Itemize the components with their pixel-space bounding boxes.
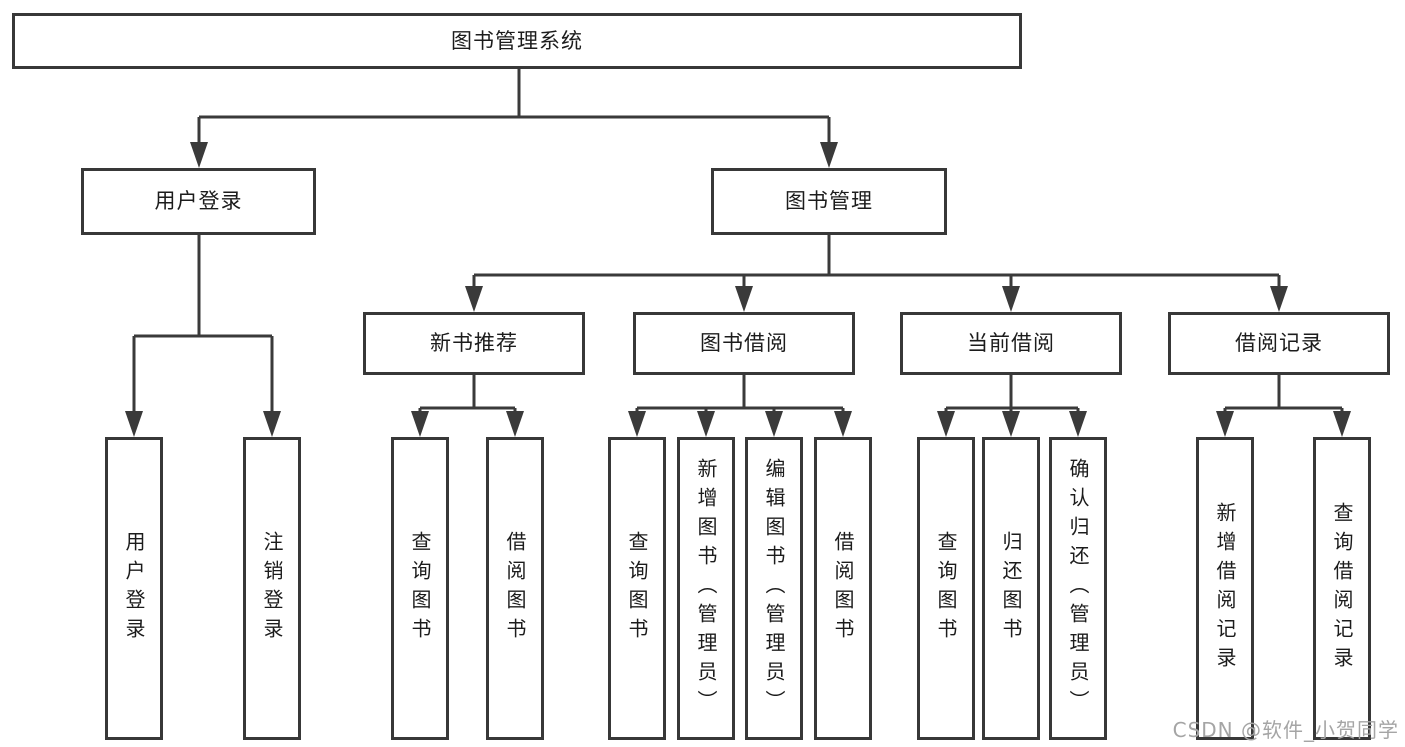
arrowhead (263, 411, 281, 437)
node-label: 新书推荐 (430, 331, 518, 355)
node-label: 新增借阅记录 (1213, 501, 1237, 676)
connector-path-book-management (472, 235, 1281, 289)
arrowhead (506, 411, 524, 437)
connector-path-current-borrow (944, 375, 1080, 414)
leaf-record-add-borrow-record: 新增借阅记录 (1196, 437, 1254, 740)
node-label: 编辑图书（管理员） (762, 458, 786, 719)
arrowhead (628, 411, 646, 437)
leaf-record-query-borrow-record: 查询借阅记录 (1313, 437, 1371, 740)
arrowhead (697, 411, 715, 437)
node-label: 确认归还（管理员） (1066, 458, 1090, 719)
node-label: 归还图书 (999, 530, 1023, 647)
arrowhead (125, 411, 143, 437)
arrowhead (820, 142, 838, 168)
node-borrow-records: 借阅记录 (1168, 312, 1390, 375)
watermark: CSDN @软件_小贺同学 (1172, 718, 1399, 742)
node-book-management: 图书管理 (711, 168, 947, 235)
node-label: 新增图书（管理员） (694, 458, 718, 719)
node-current-borrow: 当前借阅 (900, 312, 1122, 375)
node-label: 图书管理系统 (451, 28, 583, 53)
node-label: 注销登录 (260, 530, 284, 647)
node-library-management-system: 图书管理系统 (12, 13, 1022, 69)
node-label: 图书借阅 (700, 331, 788, 355)
node-user-login: 用户登录 (81, 168, 316, 235)
arrowhead (937, 411, 955, 437)
connector-path-new-book (418, 375, 517, 414)
node-label: 用户登录 (122, 530, 146, 647)
arrowhead (465, 286, 483, 312)
node-new-book-recommend: 新书推荐 (363, 312, 585, 375)
arrowhead (1216, 411, 1234, 437)
leaf-borrow-query-books: 查询图书 (608, 437, 666, 740)
node-book-borrow: 图书借阅 (633, 312, 855, 375)
leaf-current-confirm-return-admin: 确认归还（管理员） (1049, 437, 1107, 740)
node-label: 当前借阅 (967, 331, 1055, 355)
node-label: 查询图书 (934, 530, 958, 647)
node-label: 借阅图书 (831, 530, 855, 647)
arrowhead (735, 286, 753, 312)
arrowhead (1002, 411, 1020, 437)
connector-path-user-login (132, 235, 274, 414)
node-label: 图书管理 (785, 189, 873, 213)
connector-path-root (197, 69, 831, 145)
leaf-newbook-borrow-books: 借阅图书 (486, 437, 544, 740)
leaf-logout: 注销登录 (243, 437, 301, 740)
node-label: 查询图书 (408, 530, 432, 647)
arrowhead (765, 411, 783, 437)
arrowheads (125, 142, 1351, 437)
node-label: 查询借阅记录 (1330, 501, 1354, 676)
arrowhead (834, 411, 852, 437)
leaf-newbook-query-books: 查询图书 (391, 437, 449, 740)
connector-path-book-borrow (635, 375, 845, 414)
leaf-user-login: 用户登录 (105, 437, 163, 740)
leaf-current-query-books: 查询图书 (917, 437, 975, 740)
arrowhead (1002, 286, 1020, 312)
leaf-current-return-books: 归还图书 (982, 437, 1040, 740)
arrowhead (1333, 411, 1351, 437)
arrowhead (190, 142, 208, 168)
node-label: 查询图书 (625, 530, 649, 647)
node-label: 用户登录 (154, 189, 243, 213)
connector-path-borrow-record (1223, 375, 1344, 414)
arrowhead (1270, 286, 1288, 312)
node-label: 借阅记录 (1235, 331, 1323, 355)
arrowhead (411, 411, 429, 437)
node-label: 借阅图书 (503, 530, 527, 647)
leaf-borrow-borrow-books: 借阅图书 (814, 437, 872, 740)
arrowhead (1069, 411, 1087, 437)
leaf-borrow-edit-books-admin: 编辑图书（管理员） (745, 437, 803, 740)
leaf-borrow-add-books-admin: 新增图书（管理员） (677, 437, 735, 740)
